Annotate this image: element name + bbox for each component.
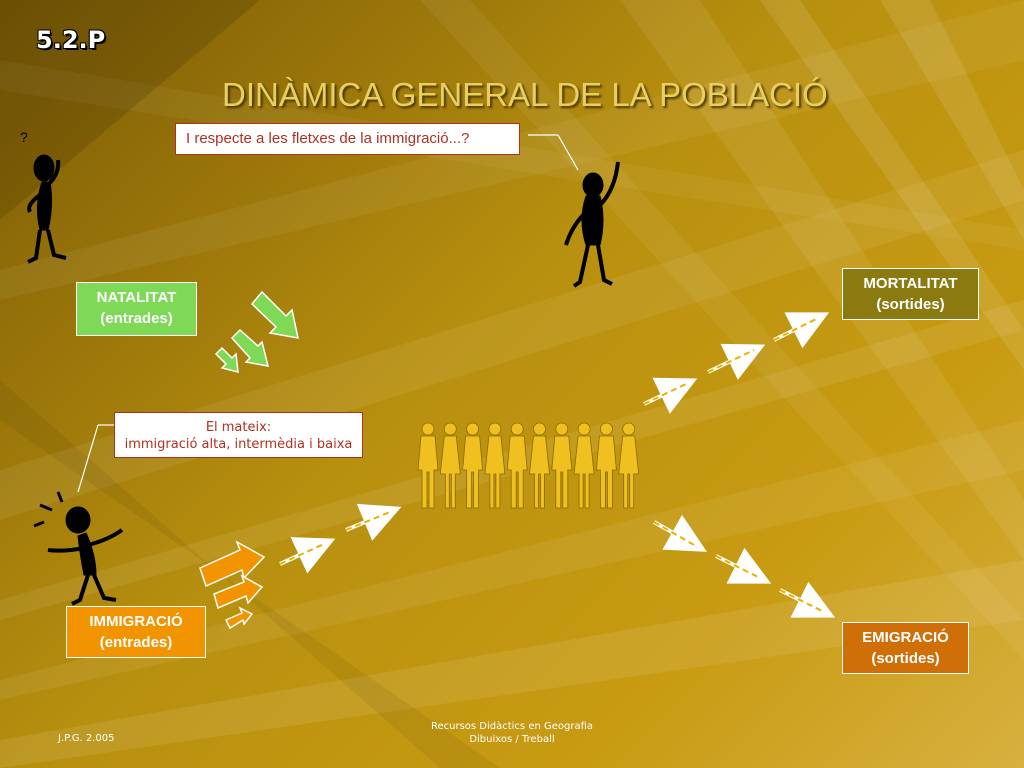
thinking-figure xyxy=(27,154,67,264)
natalitat-arrows xyxy=(214,290,299,373)
immigracio-arrow-low xyxy=(224,606,254,630)
natalitat-label: NATALITAT xyxy=(96,289,177,306)
person-figure xyxy=(529,422,550,509)
emigracio-sublabel: (sortides) xyxy=(871,650,940,667)
mortalitat-sublabel: (sortides) xyxy=(876,296,945,313)
footer-credits-line1: Recursos Didàctics en Geografia xyxy=(430,721,594,732)
person-figure xyxy=(417,422,439,509)
person-figure xyxy=(595,422,617,509)
flow-arrow-out-up-2 xyxy=(707,343,766,380)
natalitat-arrow-mid xyxy=(230,328,270,367)
slide-code: 5.2.P xyxy=(36,26,106,54)
emigracio-box: EMIGRACIÓ (sortides) xyxy=(842,622,969,674)
answer-line-1: El mateix: xyxy=(205,420,272,435)
question-mark: ? xyxy=(20,129,28,145)
immigracio-arrow-mid xyxy=(213,574,264,610)
natalitat-box: NATALITAT (entrades) xyxy=(76,282,197,336)
person-figure xyxy=(506,422,528,509)
immigracio-box: IMMIGRACIÓ (entrades) xyxy=(66,606,206,658)
natalitat-arrow-low xyxy=(214,346,239,373)
immigracio-arrows xyxy=(199,540,266,630)
question-callout: I respecte a les fletxes de la immigraci… xyxy=(175,123,520,155)
population-group xyxy=(417,422,640,509)
person-figure xyxy=(618,422,640,509)
person-figure xyxy=(573,422,595,509)
mortalitat-label: MORTALITAT xyxy=(863,275,958,292)
natalitat-sublabel: (entrades) xyxy=(100,310,173,327)
person-figure xyxy=(439,422,461,509)
immigracio-sublabel: (entrades) xyxy=(99,634,173,651)
person-figure xyxy=(484,422,506,509)
excited-figure xyxy=(33,491,124,606)
immigracio-arrow-high xyxy=(199,540,266,588)
waving-figure xyxy=(564,161,620,288)
immigracio-label: IMMIGRACIÓ xyxy=(89,613,183,630)
emigracio-label: EMIGRACIÓ xyxy=(862,629,949,646)
answer-line-2: immigració alta, intermèdia i baixa xyxy=(124,437,353,452)
answer-callout: El mateix: immigració alta, intermèdia i… xyxy=(114,412,363,458)
footer-author: J.P.G. 2.005 xyxy=(58,733,115,744)
mortalitat-box: MORTALITAT (sortides) xyxy=(842,268,979,320)
natalitat-arrow-high xyxy=(250,290,299,339)
footer-credits-line2: Dibuixos / Treball xyxy=(469,734,555,745)
person-figure xyxy=(462,422,484,509)
page-title: DINÀMICA GENERAL DE LA POBLACIÓ xyxy=(222,76,828,113)
footer-credits: Recursos Didàctics en Geografia Dibuixos… xyxy=(380,720,644,746)
person-figure xyxy=(551,422,573,509)
